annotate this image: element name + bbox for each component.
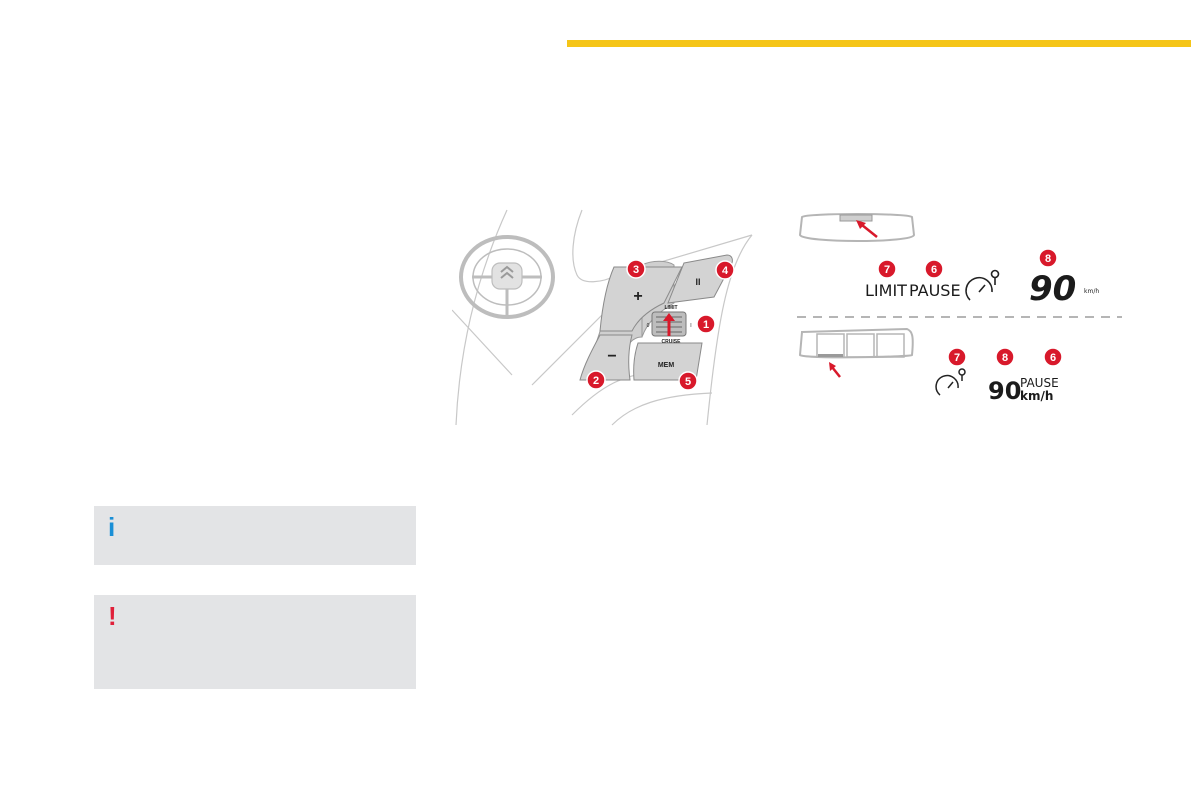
callout-6-upper: 6 [924,259,944,279]
display-lower: 90 PAUSE km/h [935,368,1059,405]
pause-label: II [695,277,700,287]
pause-text-upper: PAUSE [909,281,961,300]
callout-8-lower: 8 [995,347,1015,367]
callout-2: 2 [586,370,606,390]
warning-note: ! [94,595,416,689]
unit-upper: km/h [1084,288,1099,295]
limit-text: LIMIT [865,281,907,300]
callout-3: 3 [626,259,646,279]
selector-cruise-label: CRUISE [662,339,682,345]
steering-column-illustration [452,209,753,426]
section-header-bar [567,40,1191,47]
info-icon: i [108,512,116,542]
svg-text:2: 2 [593,375,599,387]
instrument-cluster-lower [798,327,914,378]
instrument-cluster-upper [798,213,916,242]
speedometer-icon [935,368,966,396]
callout-5: 5 [678,371,698,391]
selector-off-label: 0 [647,323,650,329]
info-note: i [94,506,416,565]
mode-selector-wheel[interactable]: LIMIT CRUISE 0 I [647,305,692,345]
svg-text:3: 3 [633,264,639,276]
svg-text:8: 8 [1002,352,1008,364]
callout-7-lower: 7 [947,347,967,367]
steering-wheel-icon [459,235,555,319]
cruise-control-diagram: + − II MEM LIMIT CRUISE 0 I 1 2 3 [452,209,1122,426]
display-upper: LIMIT PAUSE 90 km/h [865,269,1099,309]
svg-text:5: 5 [685,376,691,388]
svg-text:1: 1 [703,319,709,331]
warning-icon: ! [108,601,117,631]
speed-decrease-button[interactable]: − [579,334,633,381]
svg-text:7: 7 [954,352,960,364]
mem-label: MEM [658,362,675,369]
callout-1: 1 [696,314,716,334]
callout-7-upper: 7 [877,259,897,279]
svg-text:6: 6 [931,264,937,276]
unit-lower: km/h [1020,389,1053,403]
speedometer-icon [965,269,1000,301]
callout-4: 4 [715,260,735,280]
minus-label: − [607,348,616,365]
plus-label: + [633,288,642,305]
callout-6-lower: 6 [1043,347,1063,367]
speed-value-upper: 90 [1029,269,1076,309]
selector-limit-label: LIMIT [664,305,677,311]
pause-text-lower: PAUSE [1020,376,1059,390]
speed-value-lower: 90 [988,377,1021,405]
arrow-icon [663,313,675,321]
svg-text:6: 6 [1050,352,1056,364]
svg-text:7: 7 [884,264,890,276]
selector-on-label: I [690,323,691,329]
svg-text:4: 4 [722,265,729,277]
callout-8-upper: 8 [1038,248,1058,268]
speed-increase-button[interactable]: + [599,266,683,332]
svg-text:8: 8 [1045,253,1051,265]
